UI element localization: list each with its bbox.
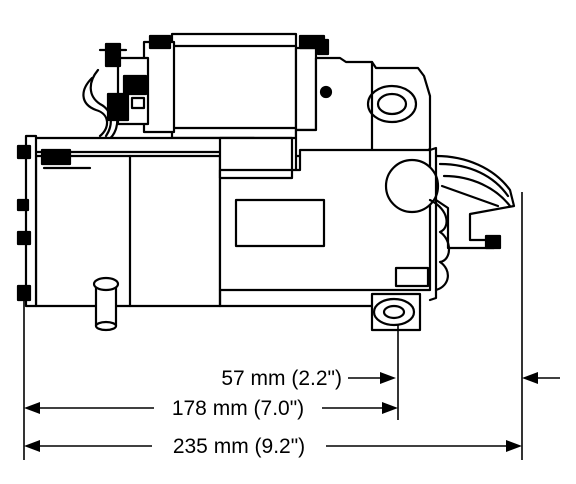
dim-235-arrow-right xyxy=(506,440,522,452)
dim-57-label: 57 mm (2.2") xyxy=(221,367,342,390)
dimension-235mm: 235 mm (9.2") xyxy=(24,435,522,458)
dim-178-label: 178 mm (7.0") xyxy=(172,397,304,420)
dimension-57mm: 57 mm (2.2") xyxy=(221,367,560,390)
dim-178-arrow-right xyxy=(382,402,398,414)
dim-235-label: 235 mm (9.2") xyxy=(173,435,305,458)
extension-lines xyxy=(23,192,523,460)
dim-178-arrow-left xyxy=(24,402,40,414)
mounting-boss xyxy=(370,292,422,332)
end-frame xyxy=(16,134,92,308)
through-bolt xyxy=(92,276,120,332)
nose-housing xyxy=(428,146,516,302)
drive-housing xyxy=(294,56,432,178)
dim-57-arrow-left xyxy=(380,372,396,384)
dim-57-arrow-right xyxy=(522,372,538,384)
solenoid xyxy=(98,32,330,140)
dim-235-arrow-left xyxy=(24,440,40,452)
dimension-178mm: 178 mm (7.0") xyxy=(24,397,398,420)
